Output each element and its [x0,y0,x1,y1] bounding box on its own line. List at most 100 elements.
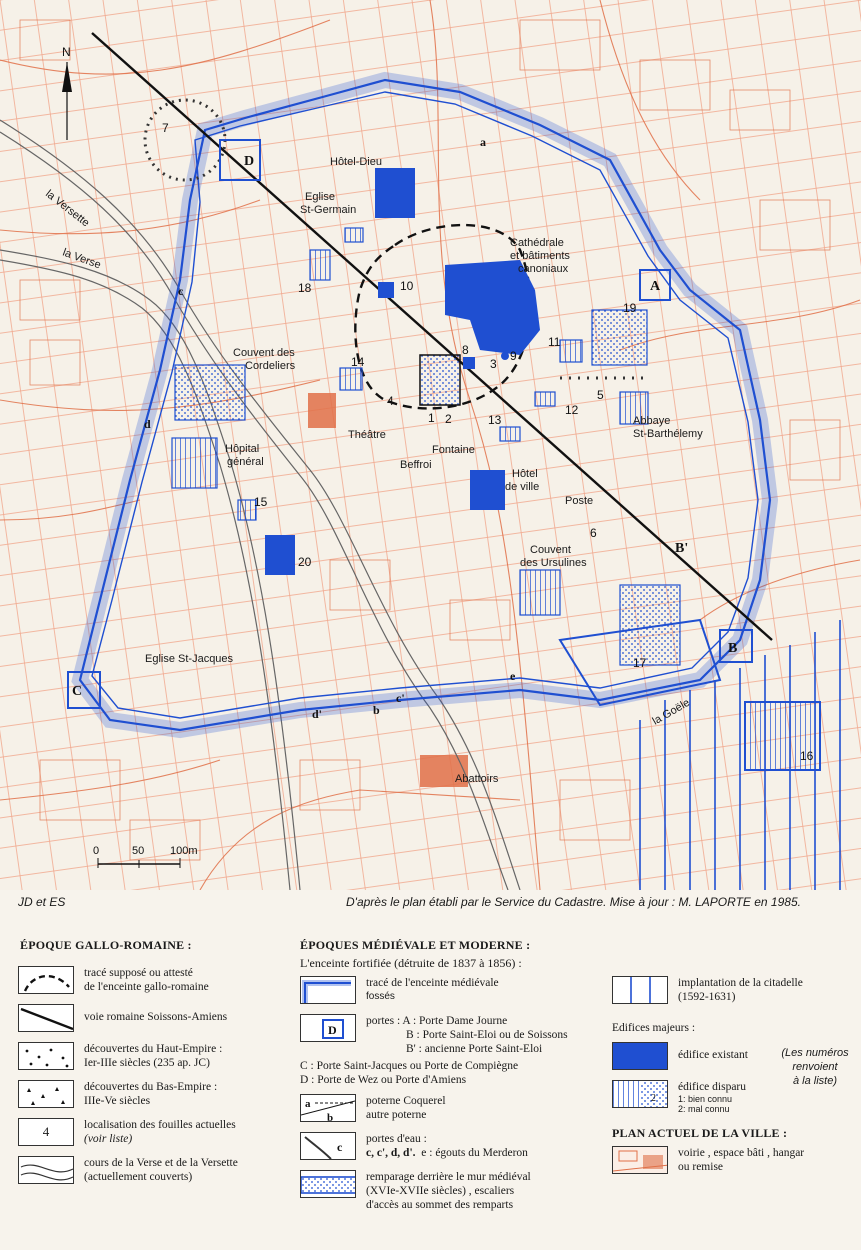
swatch-fouilles: 4 [18,1118,74,1146]
legend-remparage: remparage derrière le mur médiéval(XVIe-… [300,1170,531,1212]
gate-a: A [650,279,661,294]
legend-text: édifice existant [678,1049,748,1061]
building-18 [309,249,331,281]
label-cathedrale-1: Cathédrale [510,237,564,249]
number-10: 10 [400,279,414,293]
label-cordeliers-1: Couvent des [233,347,295,359]
legend-text: à la liste) [792,1075,838,1087]
swatch-citadelle [612,976,668,1004]
label-cathedrale-3: canoniaux [518,263,569,275]
legend-text: 1: bien connu [678,1094,733,1104]
map-svg: N 0 50 100m Hôtel-Dieu Eglise St-Germain… [0,0,861,891]
legend-text: (1592-1631) [678,991,736,1003]
legend-text: d'accès au sommet des remparts [366,1199,514,1211]
hotel-de-ville [470,470,505,510]
street-blocks [19,19,841,861]
legend-numeros-note: (Les numéros renvoient à la liste) [770,1046,860,1088]
swatch-gallo-enceinte [18,966,74,994]
street-grid [0,0,861,890]
label-beffroi: Beffroi [400,459,432,471]
legend-text: tracé supposé ou attesté [84,967,193,979]
legend-citadelle: implantation de la citadelle(1592-1631) [612,976,803,1004]
building-17 [619,584,681,666]
swatch-roman-road [18,1004,74,1032]
building-12 [534,391,556,407]
legend-rivers: cours de la Verse et de la Versette (actu… [18,1156,238,1184]
gate-c: C [72,684,82,699]
number-7: 7 [162,121,169,135]
hopital-building [171,437,218,489]
legend-text: (actuellement couverts) [84,1171,193,1183]
postern-d-prime: d' [312,707,322,721]
label-abattoirs: Abattoirs [455,773,499,785]
number-19: 19 [623,301,637,315]
number-13: 13 [488,413,502,427]
svg-text:b: b [327,1112,333,1122]
postern-d: d [144,417,151,431]
streets [0,0,861,891]
swatch-haut-empire [18,1042,74,1070]
legend-porte-d: D : Porte de Wez ou Porte d'Amiens [300,1074,467,1086]
number-4: 4 [387,394,394,408]
number-5: 5 [597,388,604,402]
label-ursulines-2: des Ursulines [520,557,587,569]
number-6: 6 [590,526,597,540]
legend-text: édifice disparu [678,1081,747,1093]
legend-text: voie romaine Soissons-Amiens [84,1011,228,1023]
legend-text: autre poterne [366,1109,427,1121]
number-9: 9 [510,349,517,363]
legend-text: poterne Coquerel [366,1095,446,1107]
legend-text: renvoient [792,1061,838,1073]
number-8: 8 [462,343,469,357]
legend-medieval-title: ÉPOQUES MÉDIÉVALE ET MODERNE : [300,938,531,952]
svg-text:a: a [305,1098,311,1110]
legend-text: c, c', d, d'. [366,1147,416,1159]
number-1: 1 [428,411,435,425]
legend-text: (voir liste) [84,1133,133,1145]
cathedral [445,260,540,355]
label-abbaye-1: Abbaye [633,415,670,427]
legend-text: portes d'eau : [366,1133,427,1145]
city-map: N 0 50 100m Hôtel-Dieu Eglise St-Germain… [0,0,861,891]
svg-text:D: D [328,1023,337,1037]
gate-b-prime: B' [675,541,688,556]
swatch-rivers [18,1156,74,1184]
scale-label-50: 50 [132,845,144,857]
number-15: 15 [254,495,268,509]
legend-text: 2: mal connu [678,1104,730,1114]
label-eglise-stg-1: Eglise [305,191,335,203]
building-10 [378,282,394,298]
legend-existant: édifice existant [612,1042,748,1070]
abbaye-building [619,391,649,425]
gate-d: D [244,154,254,169]
label-fontaine: Fontaine [432,444,475,456]
credit-source: D'après le plan établi par le Service du… [346,895,801,909]
number-3: 3 [490,357,497,371]
postern-a: a [480,135,486,149]
building-16 [744,701,821,771]
building-15 [237,499,257,521]
number-20: 20 [298,555,312,569]
disappeared-buildings [171,227,681,666]
building-11 [559,339,583,363]
label-hotel-ville-2: de ville [505,481,539,493]
legend-text: B' : ancienne Porte Saint-Eloi [406,1043,543,1055]
postern-labels: a b c c' d d' e [144,135,516,721]
legend-text: localisation des fouilles actuelles [84,1119,236,1131]
legend-haut-empire: découvertes du Haut-Empire :Ier-IIIe siè… [18,1042,222,1070]
label-hopital-2: général [227,456,264,468]
gate-labels: A B B' C D [72,154,737,699]
legend-text: (XVIe-XVIIe siècles) , escaliers [366,1185,515,1197]
legend-text: cours de la Verse et de la Versette [84,1157,238,1169]
buildings [265,168,540,575]
number-17: 17 [633,656,647,670]
legend-roman-road: voie romaine Soissons-Amiens [18,1004,227,1032]
legend-fouilles: 4 localisation des fouilles actuelles (vo… [18,1118,236,1146]
building-19 [591,309,648,366]
excavation-1 [419,354,461,406]
gate-b: B [728,641,737,656]
number-2: 2 [445,412,452,426]
north-label: N [62,45,71,59]
